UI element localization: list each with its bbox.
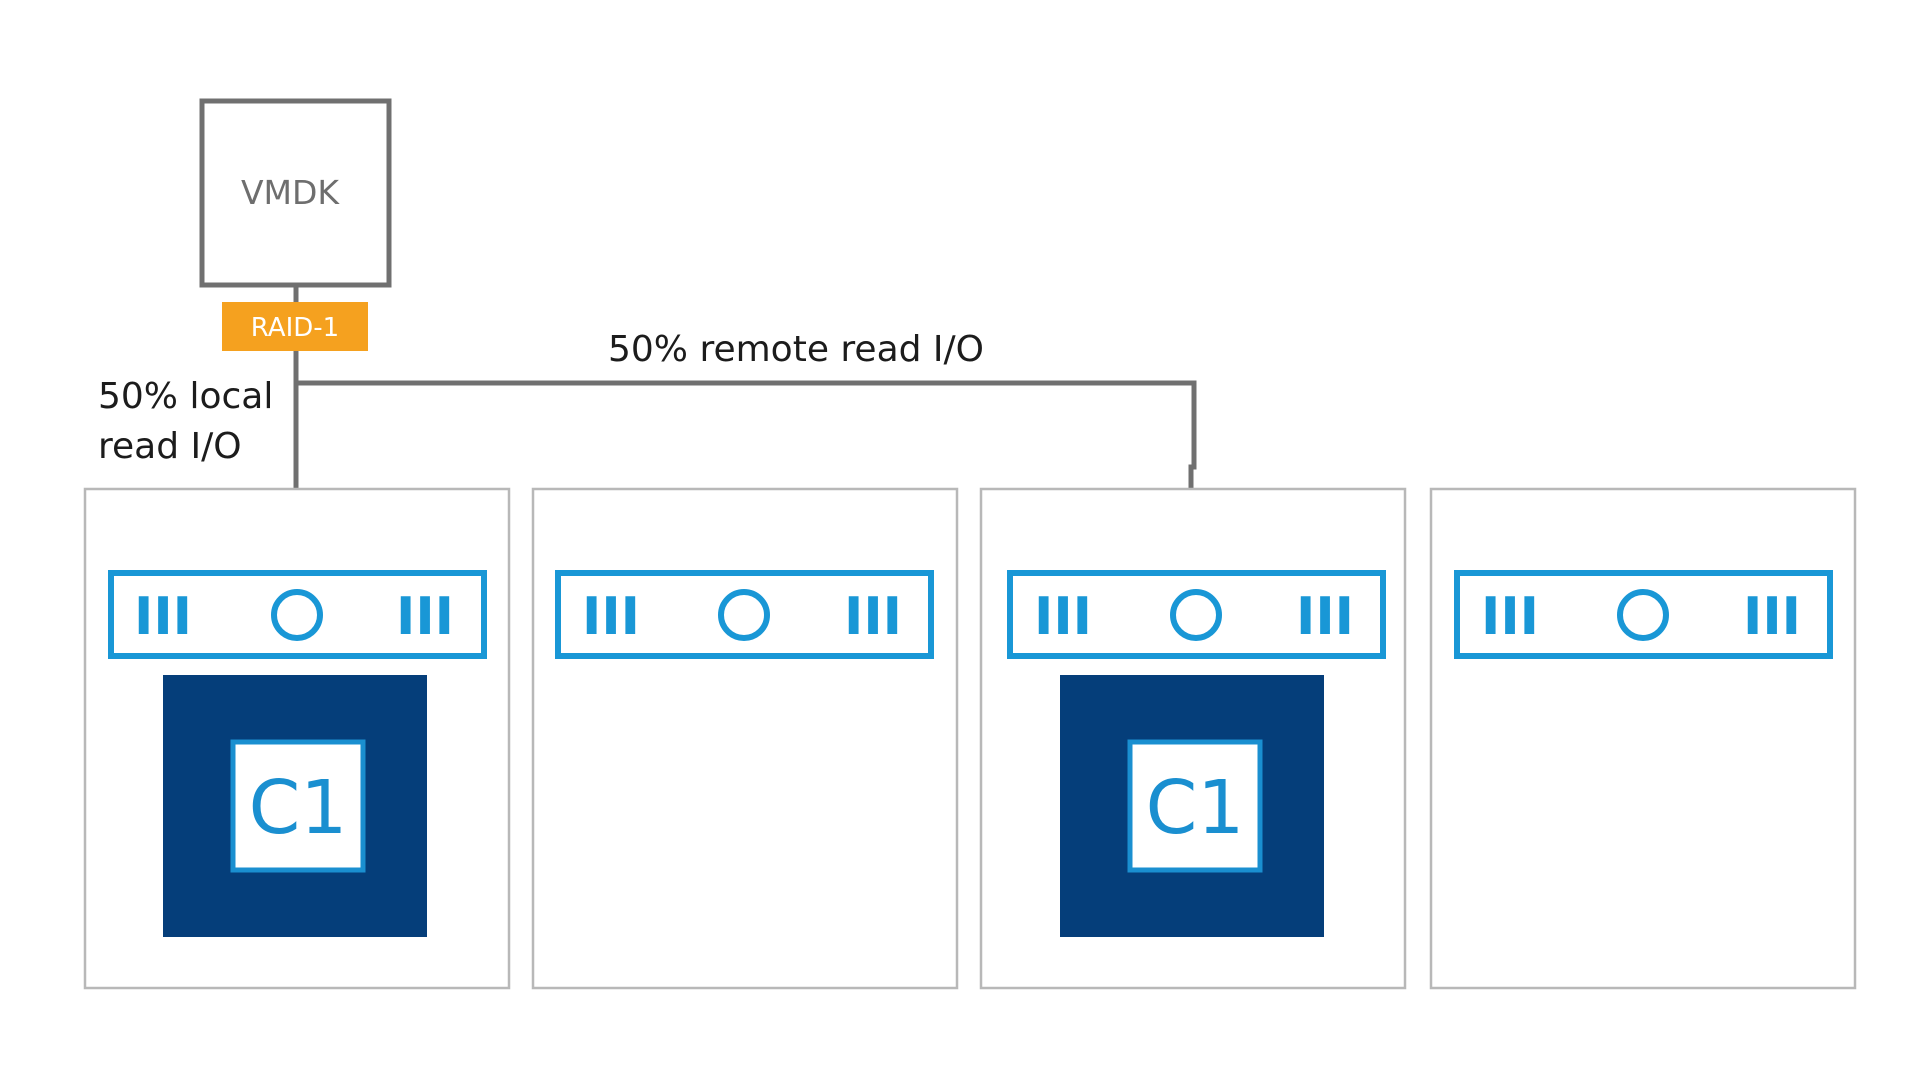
capacity-disk [1007,570,1386,659]
disk-bars-right: III [396,587,454,647]
capacity-disk [108,570,487,659]
host-4: III III [1429,487,1857,990]
local-read-annotation: 50% local read I/O [98,376,285,467]
disk-bars-left: III [1481,587,1539,647]
disk-bars-right: III [844,587,902,647]
disk-indicator-icon [1617,589,1669,641]
cache-inner-box [230,739,366,873]
vmdk-box [199,98,392,288]
disk-bars-left: III [1034,587,1092,647]
vmdk-object: VMDK [199,98,392,288]
host-3: III III C1 [979,487,1407,990]
local-read-annotation-line-2: read I/O [98,426,242,467]
local-read-annotation-line-1: 50% local [98,376,273,417]
remote-read-annotation: 50% remote read I/O [608,329,984,370]
host-box [531,487,959,990]
disk-bars-right: III [1296,587,1354,647]
host-2: III III [531,487,959,990]
capacity-disk [1454,570,1833,659]
raid-badge-label: RAID-1 [251,313,339,343]
disk-indicator-icon [1170,589,1222,641]
raid-badge-box [222,302,368,351]
disk-bars-left: III [134,587,192,647]
disk-indicator-icon [718,589,770,641]
cache-label: C1 [1146,765,1245,851]
cache-label: C1 [249,765,348,851]
vmdk-label: VMDK [241,173,340,212]
disk-bars-left: III [582,587,640,647]
cache-inner-box [1127,739,1263,873]
disk-bars-right: III [1743,587,1801,647]
capacity-disk [555,570,934,659]
host-1: III III C1 [83,487,511,990]
host-box [1429,487,1857,990]
raid-badge: RAID-1 [222,302,368,351]
disk-indicator-icon [271,589,323,641]
